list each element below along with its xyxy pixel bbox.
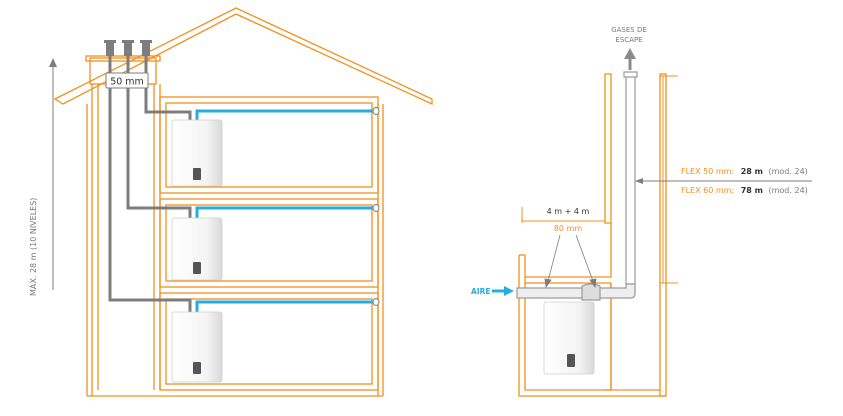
arrow-up-icon xyxy=(49,58,57,290)
arrow-up-icon xyxy=(624,48,636,70)
horizontal-diameter-label: 80 mm xyxy=(554,224,583,233)
floor-1 xyxy=(159,96,379,194)
flex60-value: 78 m xyxy=(741,186,763,195)
boiler-icon xyxy=(171,119,223,383)
flex50-name: FLEX 50 mm: xyxy=(681,167,734,176)
manifold-label: 50 mm xyxy=(110,77,144,88)
max-height-label: MÁX. 28 m (10 NIVELES) xyxy=(27,198,38,296)
flex60-model: (mod. 24) xyxy=(769,186,808,195)
flex50-value: 28 m xyxy=(741,167,763,176)
floor-2-inner xyxy=(165,204,373,282)
flex50-row: FLEX 50 mm: 28 m (mod. 24) xyxy=(681,167,808,176)
flex60-name: FLEX 60 mm: xyxy=(681,186,734,195)
manifold-label-box xyxy=(105,72,149,89)
flex-pointer xyxy=(635,178,643,184)
exhaust-pipe xyxy=(516,71,638,301)
floor-1-inner xyxy=(165,102,373,188)
boiler-icon xyxy=(543,301,595,375)
building-outline xyxy=(53,7,433,397)
flex60-row: FLEX 60 mm: 78 m (mod. 24) xyxy=(681,186,808,195)
exhaust-label-line2: ESCAPE xyxy=(615,36,642,44)
room-ceiling xyxy=(525,223,612,278)
floor-2 xyxy=(159,198,379,288)
flex50-model: (mod. 24) xyxy=(769,167,808,176)
terminal-cap-icon xyxy=(104,40,152,56)
floor-3-inner xyxy=(165,298,373,385)
chimney-cap xyxy=(85,55,161,62)
shaft-left-wall xyxy=(604,73,612,224)
air-pipes xyxy=(195,109,374,315)
arrow-right-icon xyxy=(492,286,514,296)
dimension-pointers xyxy=(544,234,597,289)
horizontal-length-label: 4 m + 4 m xyxy=(547,207,590,216)
air-label: AIRE xyxy=(471,287,491,296)
right-installation-outline xyxy=(518,73,667,397)
exhaust-label-line1: GASES DE xyxy=(611,26,647,34)
floor-3 xyxy=(159,292,379,391)
horizontal-dimension xyxy=(521,207,605,223)
room-floor-outer xyxy=(518,255,666,397)
air-inlet-terminals xyxy=(372,107,380,306)
vertical-dimension xyxy=(660,75,678,284)
roof xyxy=(53,7,433,106)
